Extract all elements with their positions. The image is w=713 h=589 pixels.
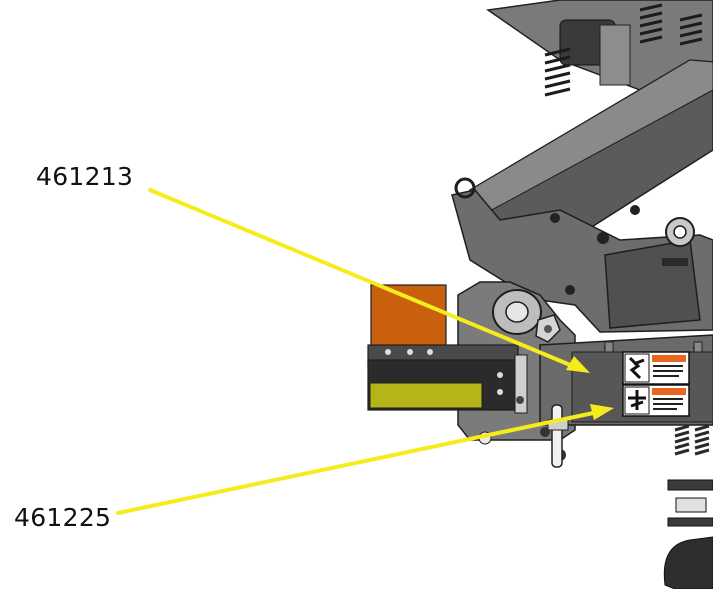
crush-hazard-icon <box>628 390 646 410</box>
warning-decal-icon <box>652 355 686 362</box>
light-bracket <box>367 284 528 414</box>
decal-upper <box>622 351 690 385</box>
lower-mechanism <box>663 424 713 589</box>
pinch-point-icon <box>628 356 645 380</box>
part-number-callout-461213: 461213 <box>36 162 134 191</box>
leader-line-461213 <box>148 188 577 369</box>
upper-mechanism <box>451 0 713 333</box>
decal-lower <box>622 384 690 417</box>
leader-line-461225 <box>116 410 600 515</box>
springs-top <box>544 3 703 97</box>
leader-lines <box>116 188 614 515</box>
part-number-callout-461225: 461225 <box>14 503 112 532</box>
